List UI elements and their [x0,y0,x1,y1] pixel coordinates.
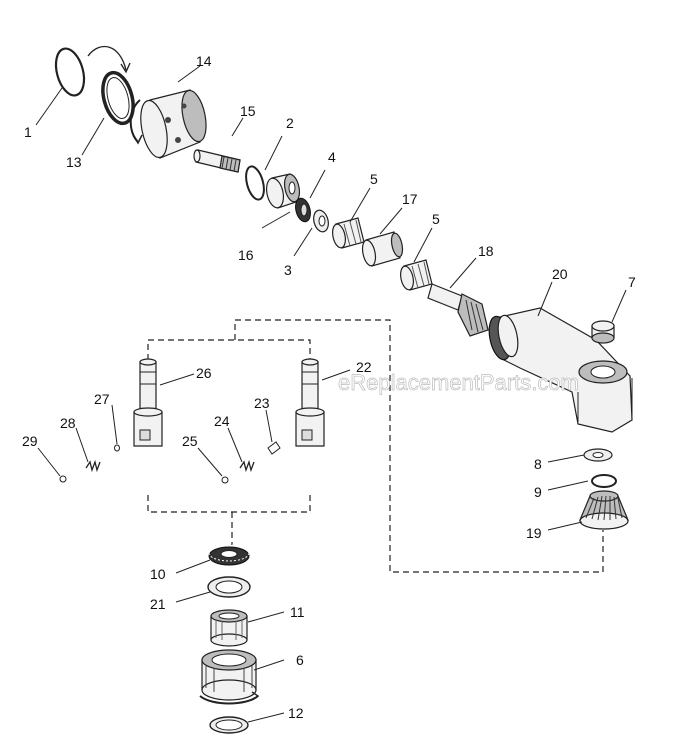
part-11-needle-bearing [210,609,248,647]
callout-23: 23 [254,395,270,411]
callout-22: 22 [356,359,372,375]
part-18-pinion-shaft [427,283,489,337]
part-6-bearing-nut [199,649,260,705]
callout-4: 4 [328,149,336,165]
callout-8: 8 [534,456,542,472]
callout-25: 25 [182,433,198,449]
part-12-ring [209,716,249,734]
part-22-spindle [295,358,325,447]
part-19-bevel-gear [579,490,629,530]
callout-1: 1 [24,124,32,140]
callout-18: 18 [478,243,494,259]
part-8-washer [583,448,613,462]
part-9-clip [591,474,617,488]
callout-6: 6 [296,652,304,668]
callout-16: 16 [238,247,254,263]
callout-20: 20 [552,266,568,282]
part-27-detent-pin [114,444,120,452]
part-7-plug [591,320,615,344]
part-24-spring [239,459,255,473]
part-23-detent-pin [267,441,281,455]
callout-28: 28 [60,415,76,431]
callout-26: 26 [196,365,212,381]
callout-27: 27 [94,391,110,407]
part-15-splined-shaft [193,149,241,173]
part-3-washer [313,209,329,233]
callout-11: 11 [290,604,305,620]
callout-15: 15 [240,103,256,119]
callout-9: 9 [534,484,542,500]
callout-10: 10 [150,566,166,582]
part-20-angle-head [488,307,633,433]
part-5-needle-bearing-upper [332,217,365,249]
callout-29: 29 [22,433,38,449]
part-1-retaining-ring [54,46,131,97]
callout-3: 3 [284,262,292,278]
part-5-needle-bearing-lower [400,259,433,291]
callout-14: 14 [196,53,212,69]
part-14-housing [129,89,207,159]
callout-13: 13 [66,154,82,170]
part-13-split-ring [101,70,135,126]
leader-lines [35,65,627,723]
callout-2: 2 [286,115,294,131]
callout-7: 7 [628,274,636,290]
callout-labels: 1 13 14 15 2 4 5 17 5 18 20 7 16 3 8 9 1… [22,53,636,721]
assembly-dashed-lines [147,319,604,573]
part-26-spindle [133,358,163,447]
callout-24: 24 [214,413,230,429]
part-28-spring [85,459,101,473]
part-2-snap-ring [245,165,265,201]
callout-17: 17 [402,191,418,207]
part-25-ball [221,476,229,484]
callout-19: 19 [526,525,542,541]
part-21-washer [207,576,251,598]
watermark-text: eReplacementParts.com [338,370,579,395]
callout-12: 12 [288,705,304,721]
callout-21: 21 [150,596,166,612]
callout-5b: 5 [432,211,440,227]
part-29-ball [59,475,67,483]
part-17-sleeve [361,231,404,267]
callout-5a: 5 [370,171,378,187]
part-10-thrust-bearing [208,544,250,566]
part-4-seal [295,197,311,223]
